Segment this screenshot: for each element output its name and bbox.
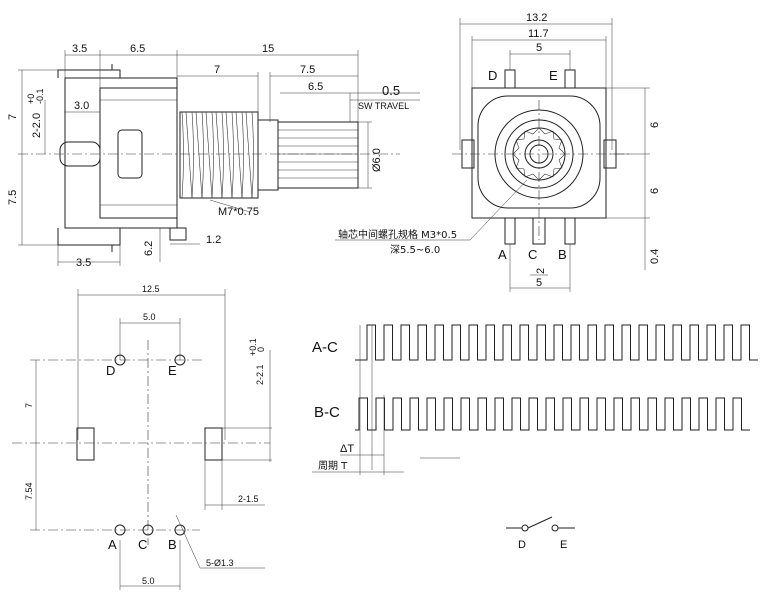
waveform-b-c [355,397,750,431]
pcb-pin-c: C [138,537,147,552]
pcb-dim-2-1-5: 2-1.5 [238,494,259,504]
dim-right-6a: 6 [649,122,661,128]
pin-a [504,217,516,245]
dim-bottom-5: 5 [536,277,542,289]
pcb-tol-minus: 0 [256,347,266,352]
pcb-hole-c [142,524,154,536]
dim-bottom-2: 2 [535,268,547,274]
pcb-pin-e: E [168,363,177,378]
pcb-slot-right [204,427,223,461]
switch-pin-d: D [518,539,526,551]
thread-label: M7*0.75 [218,206,259,218]
knurled-shaft [277,121,359,189]
dim-bottom-3-5: 3.5 [76,257,91,269]
pin-b [564,217,576,245]
dim-left-7-5: 7.5 [7,190,19,205]
pcb-pin-b: B [168,537,177,552]
pcb-dim-7: 7 [24,403,34,408]
switch-symbol: D E [506,516,575,551]
pin-e [564,69,576,89]
pcb-dim-5-holes: 5-Ø1.3 [206,558,234,568]
travel-value: 0.5 [382,83,400,98]
pcb-tol-plus: +0.1 [248,338,258,356]
pcb-hole-e [174,354,186,366]
pcb-dim-5-0-top: 5.0 [143,312,156,322]
dim-7: 7 [214,64,220,76]
dim-6-2: 6.2 [143,241,155,256]
dim-15: 15 [262,43,274,55]
pin-d [504,69,516,89]
dim-13-2: 13.2 [526,12,547,24]
pin-a-label: A [498,247,507,262]
pcb-slot-left [76,427,95,461]
pcb-dim-7-54: 7.54 [24,482,34,500]
pcb-layout: 12.5 5.0 D E 7 7.54 2-2.1 +0.1 0 2-1.5 A… [12,284,272,590]
shaft-diameter: Ø6.0 [371,148,383,172]
dim-1-2: 1.2 [206,234,221,246]
channel-b-c: B-C [314,404,340,421]
dim-left-2-2: 2-2.0 [31,113,43,138]
dim-right-6b: 6 [649,188,661,194]
dim-6-5: 6.5 [130,43,145,55]
dim-6-5b: 6.5 [308,81,323,93]
dim-3-5: 3.5 [72,43,87,55]
pin-e-label: E [549,68,558,83]
note-thread-hole: 轴芯中间螺孔规格 M3*0.5 [338,228,457,241]
pin-c-label: C [528,247,537,262]
dim-left-7: 7 [7,114,19,120]
pcb-dim-5-0-bottom: 5.0 [142,576,155,586]
dim-5: 5 [536,42,542,54]
switch-pin-e: E [560,539,567,551]
tol-plus: +0 [26,94,36,104]
pin-b-label: B [558,247,567,262]
tol-minus: -0.1 [35,88,45,104]
waveform-a-c [355,324,758,361]
travel-label: SW TRAVEL [358,101,409,111]
pcb-dim-2-2-1: 2-2.1 [255,364,265,385]
note-depth: 深5.5~6.0 [390,244,440,256]
pcb-hole-a [114,524,126,536]
pin-c [532,217,546,245]
pcb-hole-d [114,354,126,366]
timing-diagram: A-C B-C ΔT 周期 T D E [312,324,758,551]
delta-t-label: ΔT [340,443,354,455]
side-housing-inner [99,87,178,219]
pcb-pin-d: D [106,363,115,378]
pcb-dim-12-5: 12.5 [142,284,160,294]
pin-d-label: D [488,68,497,83]
dim-right-0-4: 0.4 [649,249,661,264]
dim-7-5: 7.5 [300,64,315,76]
pcb-pin-a: A [108,537,117,552]
channel-a-c: A-C [312,339,338,356]
pcb-hole-b [174,524,186,536]
dim-11-7: 11.7 [528,28,549,40]
dim-3-0: 3.0 [74,100,89,112]
front-view: 13.2 11.7 5 D E A C B 6 6 [335,12,661,292]
side-view: 3.5 6.5 15 7 7.5 6.5 0.5 SW TRAVEL 3.0 7… [7,43,420,269]
period-label: 周期 T [318,460,348,472]
